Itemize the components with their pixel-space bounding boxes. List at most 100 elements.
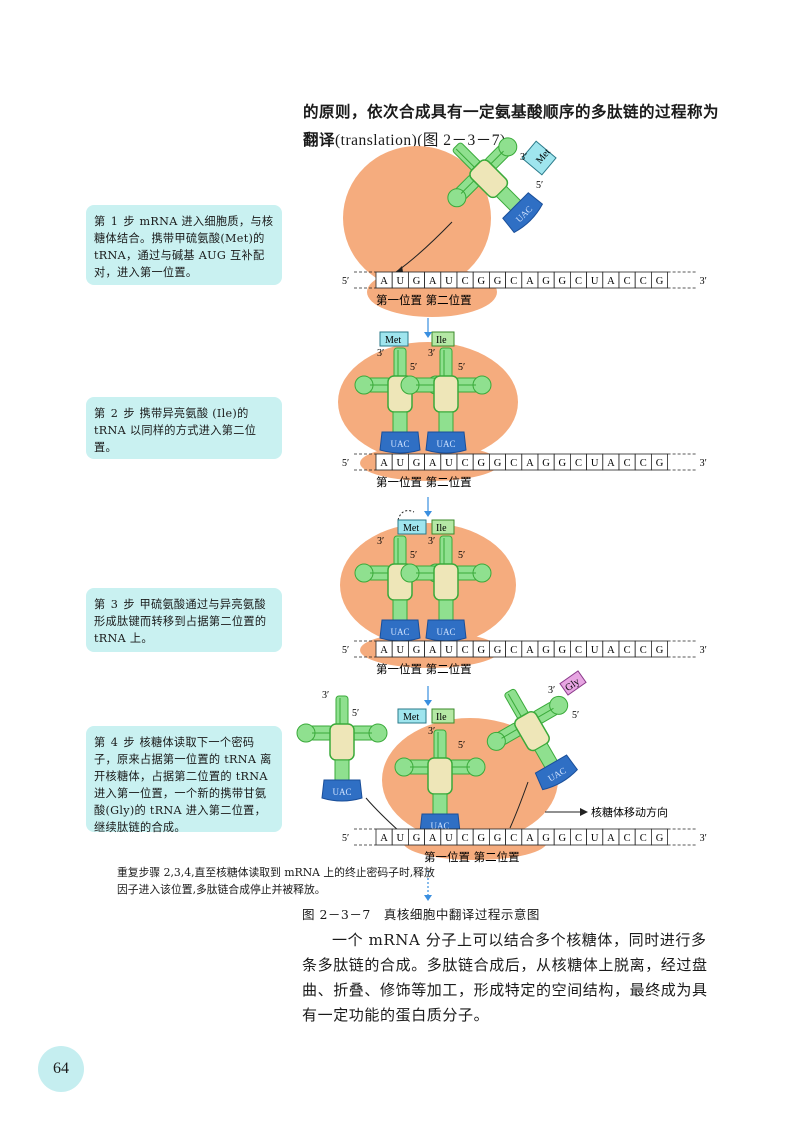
step-arrows [424, 318, 432, 901]
mrna-base: C [510, 276, 517, 287]
mrna-base: G [494, 645, 502, 656]
mrna-base: C [462, 645, 469, 656]
mrna-base: C [575, 458, 582, 469]
mrna-base-cell [651, 828, 669, 846]
mrna-base: G [413, 276, 421, 287]
mrna-base: C [510, 833, 517, 844]
svg-text:5′: 5′ [410, 550, 417, 561]
mrna-three-prime: 3′ [700, 458, 707, 469]
mrna-base: G [478, 276, 486, 287]
step-text: 甲硫氨酸通过与异亮氨酸形成肽键而转移到占据第二位置的 tRNA 上。 [94, 598, 267, 645]
svg-text:3′: 3′ [428, 726, 435, 737]
mrna-base: C [462, 458, 469, 469]
mrna-three-prime: 3′ [700, 276, 707, 287]
mrna-base: C [575, 276, 582, 287]
met-tag [379, 331, 409, 347]
mrna-base: G [542, 276, 550, 287]
intro-text: 的原则，依次合成具有一定氨基酸顺序的多肽链的过程称为 翻译(translatio… [303, 98, 723, 155]
mrna-five-prime: 5′ [342, 276, 349, 287]
mrna-base: C [510, 645, 517, 656]
mrna-base: C [624, 833, 631, 844]
ile-tag [431, 519, 455, 535]
mrna-base: U [397, 276, 405, 287]
entry-arrow [509, 781, 529, 829]
mrna-base: U [591, 645, 599, 656]
peptide-bond-arrow [397, 510, 415, 521]
mrna-five-prime: 5′ [342, 833, 349, 844]
position-labels: 第一位置 第二位置 [376, 293, 472, 307]
mrna-base: U [397, 833, 405, 844]
intro-term: 翻译 [303, 131, 336, 149]
mrna-base: G [656, 833, 664, 844]
released-trna [296, 695, 388, 802]
mrna-base: G [559, 458, 567, 469]
mrna-base: G [559, 833, 567, 844]
svg-text:5′: 5′ [572, 710, 579, 721]
ile-tag [431, 708, 455, 724]
svg-text:5′: 5′ [458, 550, 465, 561]
mrna-five-prime: 5′ [342, 458, 349, 469]
ribosome-large-subunit [343, 146, 491, 290]
svg-text:5′: 5′ [352, 708, 359, 719]
step-box-4: 第 4 步 核糖体读取下一个密码子，原来占据第一位置的 tRNA 离开核糖体，占… [86, 726, 282, 834]
step-box-3: 第 3 步 甲硫氨酸通过与异亮氨酸形成肽键而转移到占据第二位置的 tRNA 上。 [86, 588, 282, 652]
mrna-base: A [380, 458, 388, 469]
mrna-base: G [656, 276, 664, 287]
step-box-1: 第 1 步 mRNA 进入细胞质，与核糖体结合。携带甲硫氨酸(Met)的 tRN… [86, 205, 282, 285]
step-text: 携带异亮氨酸 (Ile)的 tRNA 以同样的方式进入第二位置。 [94, 407, 257, 454]
mrna-base: C [510, 458, 517, 469]
svg-text:3′: 3′ [548, 685, 555, 696]
svg-text:5′: 5′ [458, 362, 465, 373]
mrna-base-cell [651, 640, 669, 658]
mrna-base: C [575, 645, 582, 656]
intro-ref: (translation)(图 2－3－7)。 [335, 132, 522, 149]
mrna-base: C [640, 276, 647, 287]
met-tag-label: Met [403, 712, 419, 723]
mrna-base: C [462, 833, 469, 844]
mrna-base: A [429, 458, 437, 469]
ile-tag-label: Ile [436, 335, 447, 346]
svg-text:3′: 3′ [377, 536, 384, 547]
mrna-base: A [526, 645, 534, 656]
svg-text:3′: 3′ [322, 690, 329, 701]
svg-text:5′: 5′ [410, 362, 417, 373]
svg-text:3′: 3′ [428, 348, 435, 359]
mrna-base: C [640, 833, 647, 844]
mrna-base: G [542, 458, 550, 469]
page-number: 64 [38, 1046, 84, 1092]
mrna-base: A [429, 276, 437, 287]
mrna-base: G [559, 645, 567, 656]
svg-text:3′: 3′ [377, 348, 384, 359]
mrna-base: C [462, 276, 469, 287]
svg-text:3′: 3′ [428, 536, 435, 547]
mrna-base: A [429, 833, 437, 844]
mrna-base: A [380, 276, 388, 287]
mrna-base: G [413, 645, 421, 656]
met-tag-label: Met [403, 523, 419, 534]
mrna-base: A [526, 276, 534, 287]
mrna-base: G [656, 645, 664, 656]
mrna-base-cell [651, 271, 669, 289]
mrna-base: A [526, 458, 534, 469]
mrna-base: C [624, 645, 631, 656]
mrna-base: U [445, 645, 453, 656]
figure-caption: 图 2－3－7 真核细胞中翻译过程示意图 [302, 907, 540, 922]
ile-tag-label: Ile [436, 712, 447, 723]
step4-diagram: 3′ 5′ Met Ile 3′ 5′ Gly 3′ 5′ 核糖体移动方向 [296, 668, 668, 860]
ribosome-large-subunit [382, 718, 558, 842]
met-tag [397, 519, 427, 535]
ribosome-large-subunit [340, 523, 516, 647]
mrna-base: A [607, 458, 615, 469]
mrna-base: U [445, 458, 453, 469]
repeat-note: 重复步骤 2,3,4,直至核糖体读取到 mRNA 上的终止密码子时,释放因子进入… [117, 866, 435, 896]
svg-text:5′: 5′ [536, 180, 543, 191]
mrna-base: G [542, 645, 550, 656]
ile-tag [431, 331, 455, 347]
step-label: 第 1 步 [94, 215, 136, 228]
intro-line-1: 的原则，依次合成具有一定氨基酸顺序的多肽链的过程称为 [303, 103, 720, 121]
mrna-base: G [542, 833, 550, 844]
mrna-base: G [413, 833, 421, 844]
mrna-base: U [591, 276, 599, 287]
